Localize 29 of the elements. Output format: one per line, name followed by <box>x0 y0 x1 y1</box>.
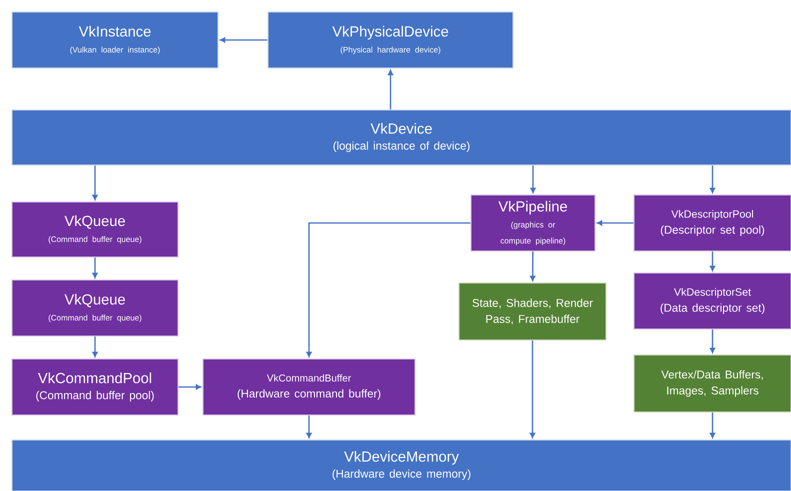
arrow <box>710 330 716 354</box>
object-box: VkInstance (Vulkan loader instance) <box>11 11 219 69</box>
arrow <box>306 222 470 358</box>
arrow <box>710 412 716 438</box>
object-box: VkCommandBuffer (Hardware command buffer) <box>202 358 416 416</box>
object-box: VkPhysicalDevice (Physical hardware device) <box>267 11 514 69</box>
arrow <box>220 37 268 43</box>
object-box: VkCommandPool (Command buffer pool) <box>11 358 179 416</box>
arrow <box>92 336 98 358</box>
arrow <box>388 70 394 110</box>
arrow <box>596 220 634 226</box>
arrow <box>306 416 312 438</box>
arrow <box>92 166 98 200</box>
arrow <box>530 340 536 438</box>
arrow <box>178 384 202 390</box>
object-box: VkQueue (Command buffer queue) <box>11 201 179 258</box>
object-box: VkDescriptorSet (Data descriptor set) <box>633 272 791 330</box>
object-band: VkDevice (logical instance of device) <box>11 109 791 166</box>
arrow <box>710 252 716 272</box>
resource-box: Vertex/Data Buffers, Images, Samplers <box>633 354 791 413</box>
arrow <box>710 166 716 194</box>
object-box: VkDescriptorPool (Descriptor set pool) <box>633 194 791 252</box>
resource-box: State, Shaders, Render Pass, Framebuffer <box>458 282 607 341</box>
arrow <box>530 166 536 194</box>
arrow <box>530 252 536 282</box>
object-box: VkQueue (Command buffer queue) <box>11 279 179 337</box>
object-box: VkPipeline (graphics or compute pipeline) <box>470 194 596 252</box>
arrow <box>92 258 98 278</box>
object-band: VkDeviceMemory (Hardware device memory) <box>11 439 791 491</box>
